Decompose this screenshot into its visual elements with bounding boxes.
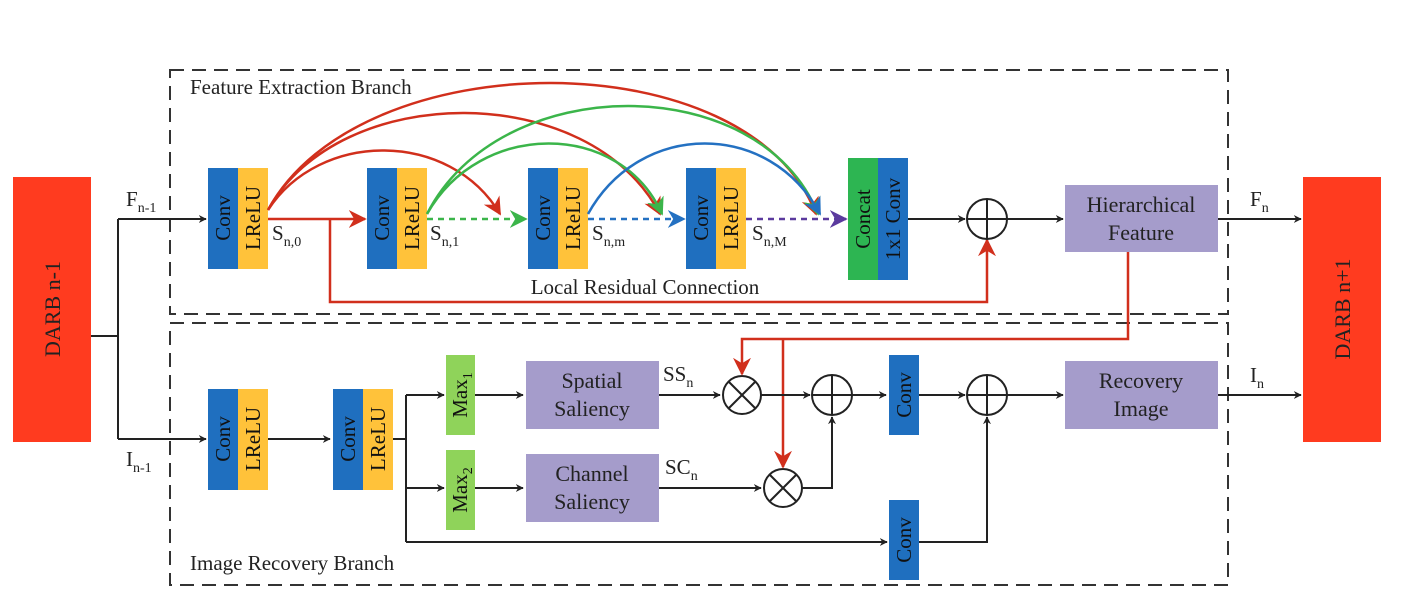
state-label-m: Sn,m	[592, 221, 625, 250]
lrelu-label: LReLU	[561, 186, 585, 250]
green-curve-to-concat	[425, 104, 821, 216]
conv1x1-label: 1x1 Conv	[881, 177, 905, 260]
state-label-1: Sn,1	[430, 221, 459, 250]
feature-extraction-branch-box	[169, 69, 1229, 315]
conv-label: Conv	[211, 416, 235, 462]
multiply-node-spatial	[722, 375, 762, 415]
f-prev-label: Fn-1	[126, 187, 156, 216]
darb-prev-label: DARB n-1	[40, 261, 65, 357]
i-out-label: In	[1250, 363, 1264, 392]
fe-conv-lrelu-3: Conv LReLU	[528, 168, 588, 269]
conv-label: Conv	[336, 416, 360, 462]
state-label-0: Sn,0	[272, 221, 301, 250]
i-prev-label: In-1	[126, 447, 152, 476]
lrelu-label: LReLU	[366, 407, 390, 471]
hierarchical-line1: Hierarchical	[1087, 192, 1196, 217]
ss-label: SSn	[663, 362, 693, 391]
ir-split-lines	[393, 391, 888, 546]
conv-label: Conv	[531, 195, 555, 241]
multiply-node-channel	[763, 468, 803, 508]
sum-node-ir	[966, 374, 1008, 416]
local-residual-label: Local Residual Connection	[531, 275, 760, 299]
f-out-label: Fn	[1250, 187, 1269, 216]
red-curve-to-2	[266, 149, 502, 216]
hierarchical-line2: Feature	[1108, 220, 1174, 245]
darb-next-label: DARB n+1	[1330, 258, 1355, 359]
conv-label: Conv	[689, 195, 713, 241]
state-label-M: Sn,M	[752, 221, 787, 250]
hierarchical-to-saliency-feed	[733, 252, 1130, 469]
fe-conv-lrelu-1: Conv LReLU	[208, 168, 268, 269]
channel-saliency-block: Channel Saliency	[526, 454, 659, 522]
dense-connections	[266, 81, 822, 216]
max1-label: Max1	[448, 372, 476, 418]
conv-label: Conv	[211, 195, 235, 241]
local-residual-connection	[328, 219, 996, 304]
conv-label: Conv	[892, 372, 916, 418]
sum-node-saliency	[811, 374, 853, 416]
max2-label: Max2	[448, 467, 476, 513]
green-curve-to-3	[425, 142, 664, 216]
concat-1x1-conv-block: Concat 1x1 Conv	[848, 158, 908, 280]
spatial-line2: Saliency	[554, 396, 630, 421]
conv-label: Conv	[370, 195, 394, 241]
max1-block: Max1	[446, 355, 476, 435]
darb-next-block: DARB n+1	[1303, 177, 1381, 442]
darb-prev-block: DARB n-1	[13, 177, 91, 442]
spatial-line1: Spatial	[561, 368, 622, 393]
sum-node-fe	[966, 198, 1008, 240]
lrelu-label: LReLU	[241, 407, 265, 471]
input-connectors	[91, 215, 207, 443]
channel-line1: Channel	[555, 461, 628, 486]
blue-curve-to-concat	[586, 142, 822, 216]
ir-conv-bottom: Conv	[889, 500, 919, 580]
image-recovery-branch-box	[169, 322, 1229, 586]
lrelu-label: LReLU	[400, 186, 424, 250]
ir-conv-lrelu-1: Conv LReLU	[208, 389, 268, 490]
max2-block: Max2	[446, 450, 476, 530]
lrelu-label: LReLU	[719, 186, 743, 250]
fe-conv-lrelu-2: Conv LReLU	[367, 168, 427, 269]
recovery-image-block: Recovery Image	[1065, 361, 1218, 429]
feature-extraction-title: Feature Extraction Branch	[190, 75, 412, 99]
channel-line2: Saliency	[554, 489, 630, 514]
ir-conv-top: Conv	[889, 355, 919, 435]
lrelu-label: LReLU	[241, 186, 265, 250]
spatial-saliency-block: Spatial Saliency	[526, 361, 659, 429]
mult2-to-sum-arrow	[802, 416, 836, 489]
skip-conv-to-sum2-arrow	[919, 416, 991, 543]
recovery-line1: Recovery	[1099, 368, 1183, 393]
ir-conv-lrelu-2: Conv LReLU	[333, 389, 393, 490]
hierarchical-feature-block: Hierarchical Feature	[1065, 185, 1218, 252]
image-recovery-title: Image Recovery Branch	[190, 551, 395, 575]
recovery-line2: Image	[1114, 396, 1169, 421]
fe-conv-lrelu-4: Conv LReLU	[686, 168, 746, 269]
sc-label: SCn	[665, 455, 698, 484]
concat-label: Concat	[851, 189, 875, 249]
conv-label: Conv	[892, 517, 916, 563]
